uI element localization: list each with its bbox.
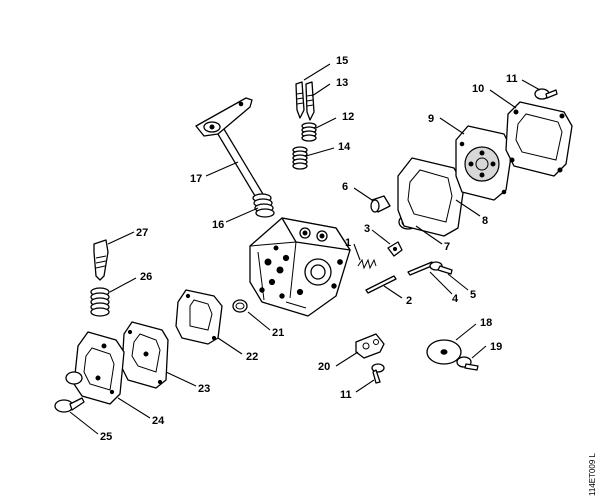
part-cover-screw [534, 88, 558, 100]
part-shaft-spring [252, 193, 275, 218]
part-small-lever [387, 241, 403, 257]
part-gasket-22 [175, 289, 223, 345]
callout-5: 5 [470, 289, 476, 301]
part-spring-14 [292, 146, 308, 170]
part-throttle-shaft [195, 97, 267, 205]
callout-9: 9 [428, 113, 434, 125]
part-left-spring [90, 287, 110, 317]
callout-10: 10 [472, 83, 484, 95]
callout-20: 20 [318, 361, 330, 373]
callout-18: 18 [480, 317, 492, 329]
part-pump-cover [65, 331, 125, 405]
callout-13: 13 [336, 77, 348, 89]
part-diaphragm [455, 125, 513, 201]
callout-3: 3 [364, 223, 370, 235]
callout-15: 15 [336, 55, 348, 67]
part-screw-5 [429, 261, 453, 275]
callout-labels: 15 13 12 14 17 16 11 10 9 6 8 7 3 1 2 4 … [100, 55, 518, 443]
reference-code: 114ET009 L [588, 452, 597, 496]
callout-6: 6 [342, 181, 348, 193]
callout-21: 21 [272, 327, 284, 339]
callout-17: 17 [190, 173, 202, 185]
callout-26: 26 [140, 271, 152, 283]
part-fitting [370, 195, 391, 213]
part-plug [232, 299, 248, 313]
part-gasket-8 [397, 157, 465, 237]
callout-2: 2 [406, 295, 412, 307]
leader-lines [69, 63, 541, 435]
part-bracket-screw [371, 363, 385, 384]
callout-12: 12 [342, 111, 354, 123]
part-spring-12 [301, 122, 317, 142]
callout-8: 8 [482, 215, 488, 227]
part-pump-diaphragm [121, 321, 169, 389]
part-needle [365, 275, 397, 294]
callout-16: 16 [212, 219, 224, 231]
callout-24: 24 [152, 415, 165, 427]
callout-27: 27 [136, 227, 148, 239]
callout-11-top: 11 [506, 73, 518, 85]
callout-11-bottom: 11 [340, 389, 352, 401]
callout-19: 19 [490, 341, 502, 353]
callout-23: 23 [198, 383, 210, 395]
callout-7: 7 [444, 241, 450, 253]
part-bracket [355, 333, 385, 359]
part-pump-screw [54, 397, 85, 413]
part-small-spring [357, 258, 377, 270]
part-left-adjusting-screw [93, 239, 109, 281]
part-disc-screw [456, 356, 479, 371]
part-adjusting-screws [295, 81, 315, 121]
callout-22: 22 [246, 351, 258, 363]
callout-14: 14 [338, 141, 351, 153]
callout-25: 25 [100, 431, 112, 443]
part-cover [505, 101, 573, 177]
part-carburetor-body [249, 217, 351, 317]
callout-4: 4 [452, 293, 459, 305]
callout-1: 1 [345, 237, 351, 249]
part-disc [426, 339, 462, 365]
